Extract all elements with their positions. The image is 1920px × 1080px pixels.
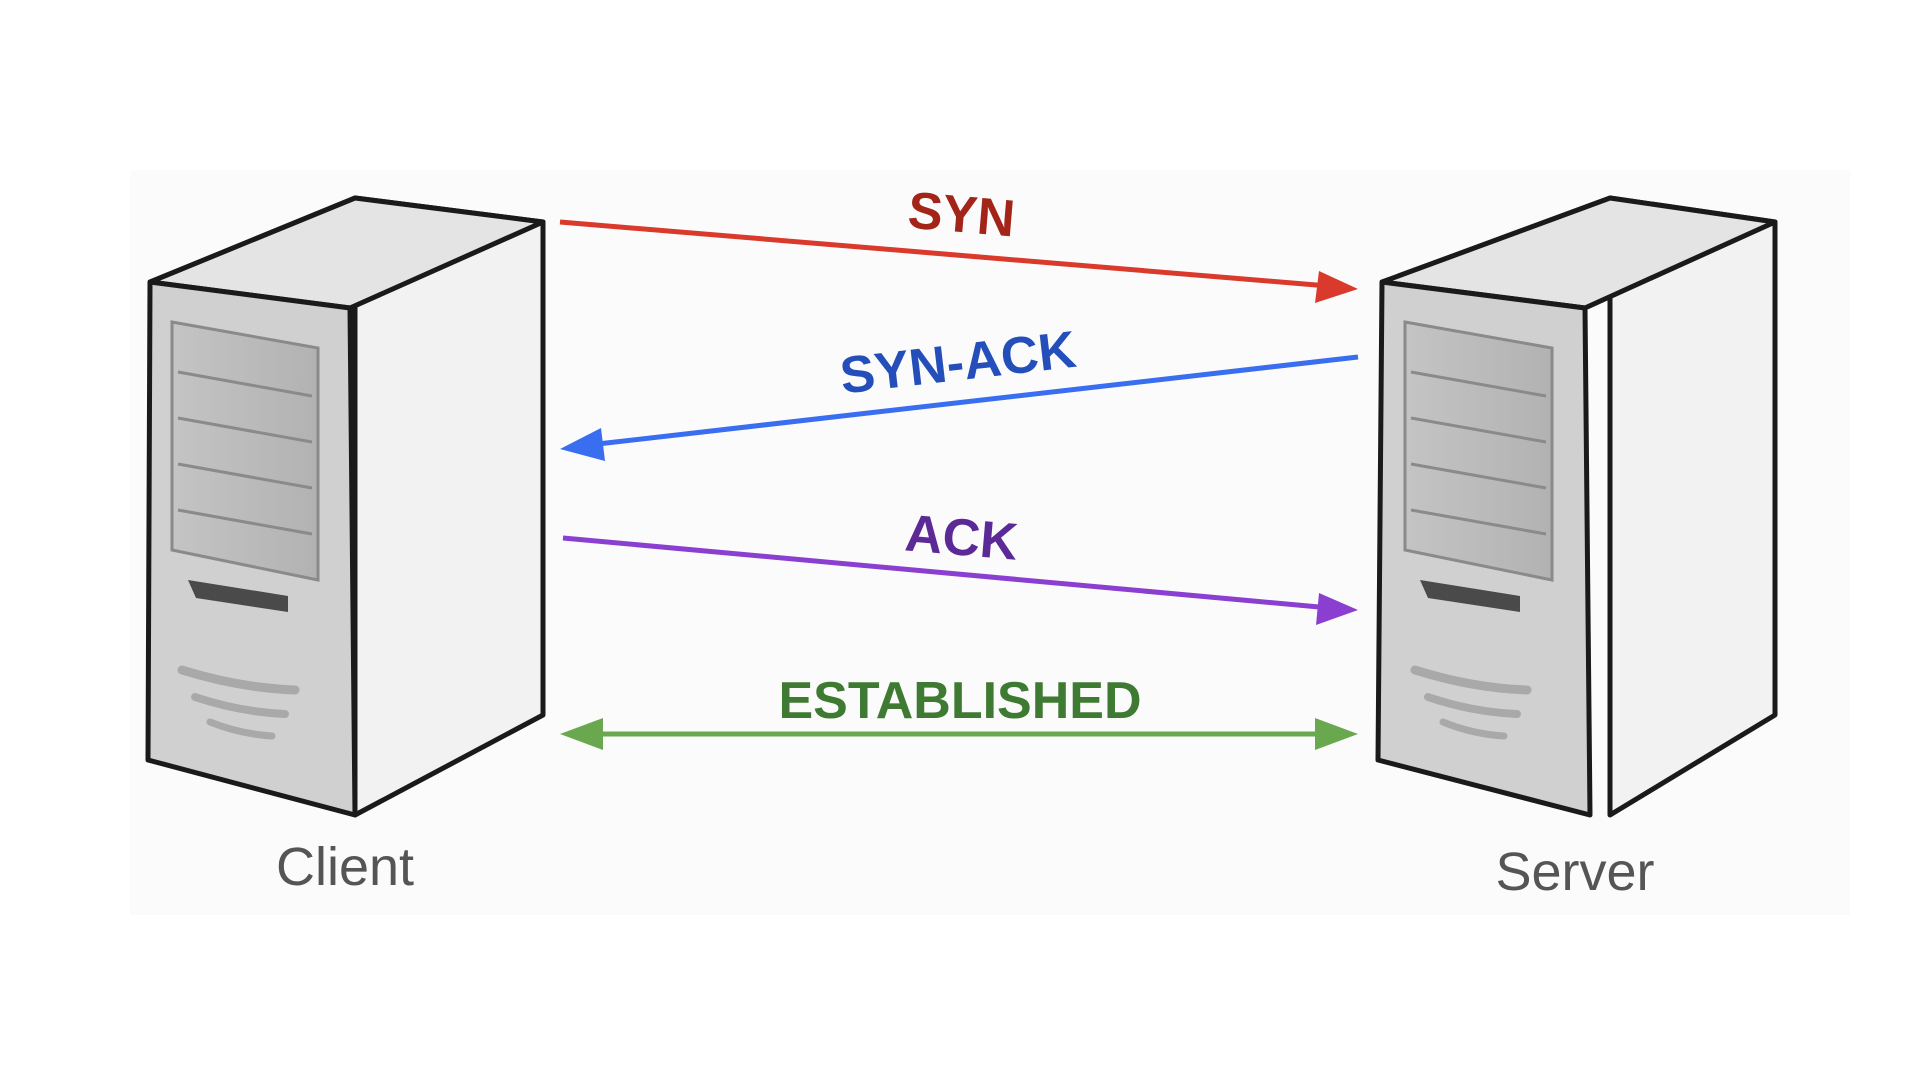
ack-arrow xyxy=(562,535,1358,625)
syn-ack-line xyxy=(579,354,1359,449)
ack-arrowhead xyxy=(1316,593,1358,625)
established-arrow xyxy=(560,718,1358,750)
client-label: Client xyxy=(276,837,414,897)
syn-ack-arrowhead xyxy=(560,428,605,461)
syn-line xyxy=(559,219,1341,290)
syn-label: SYN xyxy=(906,182,1017,249)
established-arrowhead-right xyxy=(1315,718,1358,750)
server-machine-icon xyxy=(1375,195,1778,818)
syn-arrowhead xyxy=(1315,271,1358,303)
established-arrowhead-left xyxy=(560,718,603,750)
established-label: ESTABLISHED xyxy=(778,672,1141,730)
client-server-icon xyxy=(145,195,546,818)
syn-ack-arrow xyxy=(560,354,1359,461)
server-label: Server xyxy=(1495,842,1654,902)
ack-line xyxy=(562,535,1331,611)
syn-arrow xyxy=(559,219,1358,303)
ack-label: ACK xyxy=(903,504,1021,571)
